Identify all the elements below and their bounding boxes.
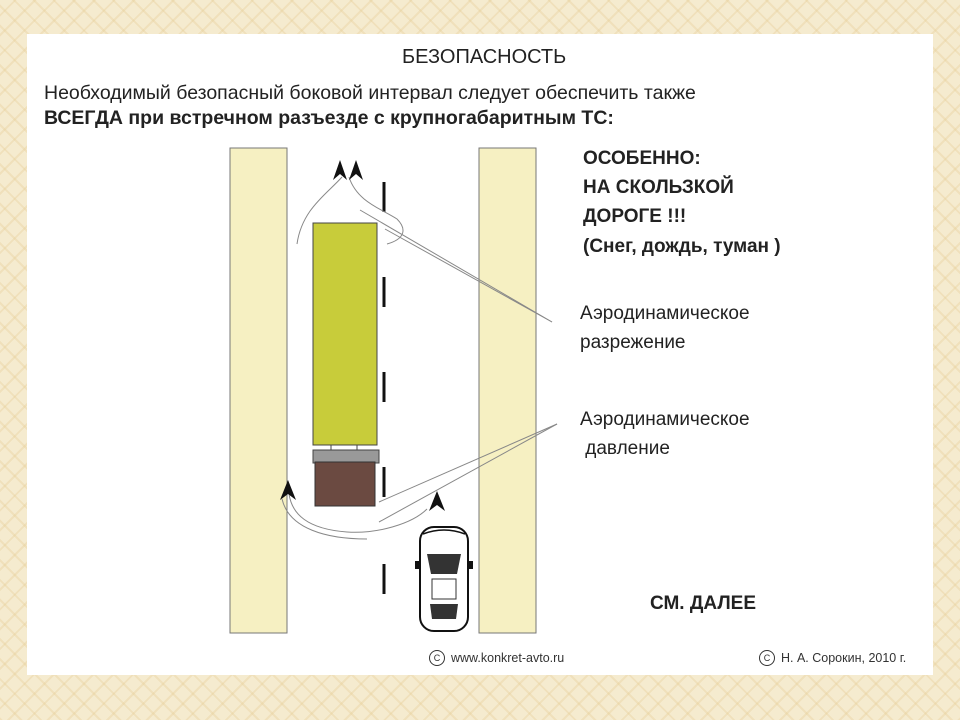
pressure-label-1: Аэродинамическое (580, 409, 750, 430)
truck-cab (314, 461, 376, 507)
author-text: Н. А. Сорокин, 2010 г. (781, 651, 907, 665)
passenger-car (415, 526, 473, 632)
website-text: www.konkret-avto.ru (451, 651, 565, 665)
pressure-label-2: давление (580, 438, 670, 459)
label-pointers (359, 209, 558, 523)
warning-line-1: ОСОБЕННО: (583, 148, 701, 169)
copyright-icon: C (429, 650, 445, 666)
right-roadside (478, 147, 537, 634)
warning-line-3: ДОРОГЕ !!! (583, 206, 687, 227)
footer-website: C www.konkret-avto.ru (429, 650, 564, 666)
warning-line-4: (Снег, дождь, туман ) (583, 236, 781, 257)
copyright-icon: C (759, 650, 775, 666)
bottom-arrows (280, 480, 445, 511)
truck-trailer (312, 222, 378, 446)
left-roadside (229, 147, 288, 634)
slide-title: БЕЗОПАСНОСТЬ (402, 46, 567, 68)
slide: БЕЗОПАСНОСТЬ Необходимый безопасный боко… (27, 34, 933, 675)
top-arrows (333, 160, 363, 180)
rarefaction-label-2: разрежение (580, 332, 686, 353)
intro-line-2: ВСЕГДА при встречном разъезде с крупнога… (44, 107, 614, 129)
truck (312, 222, 380, 507)
warning-line-2: НА СКОЛЬЗКОЙ (583, 177, 734, 198)
intro-line-1: Необходимый безопасный боковой интервал … (44, 82, 696, 104)
see-more-text: СМ. ДАЛЕЕ (650, 593, 757, 614)
footer-author: C Н. А. Сорокин, 2010 г. (759, 650, 906, 666)
road-diagram (229, 147, 558, 634)
airflow-lines (281, 176, 428, 540)
rarefaction-label-1: Аэродинамическое (580, 303, 750, 324)
